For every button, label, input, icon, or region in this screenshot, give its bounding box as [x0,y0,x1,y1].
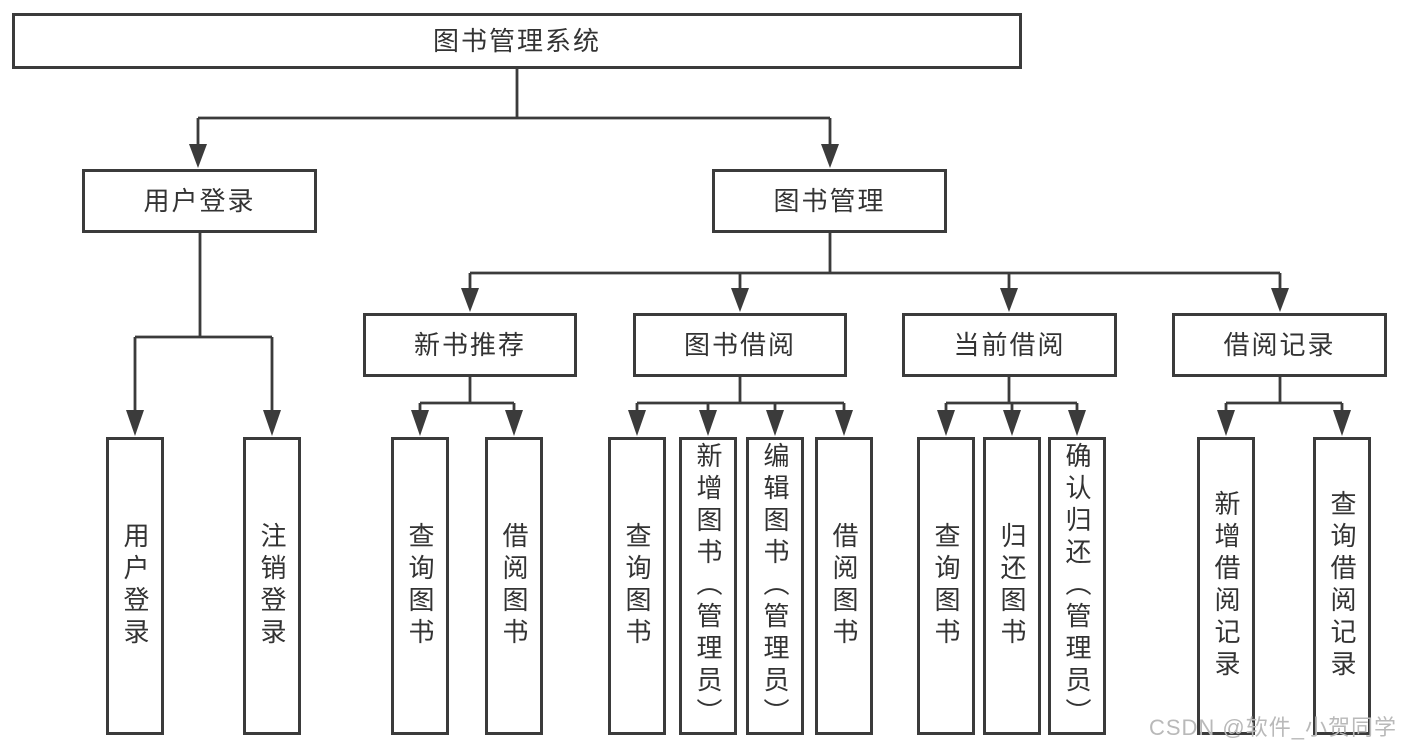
node-label: 注销登录 [257,522,287,650]
node-current-borrowing: 当前借阅 [902,313,1117,377]
leaf-query-books-borrowing: 查询图书 [608,437,666,735]
arrowhead [189,144,207,168]
leaf-borrow-books-recommend: 借阅图书 [485,437,543,735]
arrowhead [1003,410,1021,436]
arrowhead [461,288,479,312]
leaf-add-borrow-record: 新增借阅记录 [1197,437,1255,735]
node-label: 确认归还（管理员） [1062,442,1092,730]
arrowhead [835,410,853,436]
node-user-login-module: 用户登录 [82,169,317,233]
leaf-logout: 注销登录 [243,437,301,735]
node-label: 查询图书 [622,522,652,650]
node-label: 图书管理 [773,185,886,216]
arrowhead [411,410,429,436]
arrowhead [263,410,281,436]
node-label: 图书借阅 [683,329,796,360]
node-label: 新增借阅记录 [1211,490,1241,682]
node-book-borrowing: 图书借阅 [633,313,847,377]
edge-records-to-leaves [1224,377,1344,412]
node-label: 查询图书 [405,522,435,650]
arrowhead [1068,410,1086,436]
node-new-book-recommend: 新书推荐 [363,313,577,377]
csdn-watermark: CSDN @软件_小贺同学 [1148,715,1397,740]
node-label: 当前借阅 [953,329,1066,360]
leaf-edit-books-admin: 编辑图书（管理员） [746,437,804,735]
node-root-system: 图书管理系统 [12,13,1022,69]
node-label: 借阅记录 [1223,329,1336,360]
node-label: 图书管理系统 [432,25,601,56]
node-label: 用户登录 [143,185,256,216]
arrowhead [731,288,749,312]
node-label: 归还图书 [997,522,1027,650]
node-label: 新增图书（管理员） [693,442,723,730]
edge-borrow-to-leaves [635,377,846,412]
node-label: 用户登录 [120,522,150,650]
leaf-return-books: 归还图书 [983,437,1041,735]
leaf-query-borrow-record: 查询借阅记录 [1313,437,1371,735]
leaf-confirm-return-admin: 确认归还（管理员） [1048,437,1106,735]
arrowhead [126,410,144,436]
node-label: 查询图书 [931,522,961,650]
leaf-borrow-books: 借阅图书 [815,437,873,735]
edge-userlogin-to-leaves [133,233,274,412]
node-label: 借阅图书 [829,522,859,650]
leaf-user-login: 用户登录 [106,437,164,735]
arrowhead [628,410,646,436]
arrowhead [766,410,784,436]
arrowhead [699,410,717,436]
node-book-management-module: 图书管理 [712,169,947,233]
edge-current-to-leaves [944,377,1079,412]
node-label: 新书推荐 [413,329,526,360]
edge-bookmgmt-to-level3 [468,233,1282,290]
edge-newbook-to-leaves [418,377,516,412]
arrowhead [1217,410,1235,436]
edge-root-to-level2 [196,68,832,146]
arrowhead [505,410,523,436]
leaf-add-books-admin: 新增图书（管理员） [679,437,737,735]
leaf-query-books-recommend: 查询图书 [391,437,449,735]
arrowhead [937,410,955,436]
arrowhead [1000,288,1018,312]
arrowhead [1333,410,1351,436]
arrowhead [821,144,839,168]
node-borrowing-records: 借阅记录 [1172,313,1387,377]
leaf-query-books-current: 查询图书 [917,437,975,735]
node-label: 借阅图书 [499,522,529,650]
node-label: 编辑图书（管理员） [760,442,790,730]
node-label: 查询借阅记录 [1327,490,1357,682]
arrowhead [1271,288,1289,312]
